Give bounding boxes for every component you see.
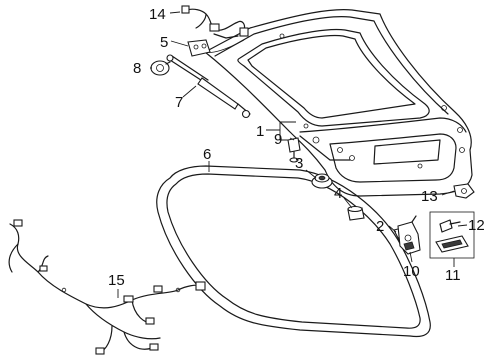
liftgate-panel	[204, 9, 473, 197]
callout-1: 1	[256, 123, 264, 140]
callout-15: 15	[108, 272, 125, 289]
leader-lines	[117, 11, 468, 298]
callout-13: 13	[421, 188, 438, 205]
lamp-housing	[453, 183, 475, 199]
grommet	[311, 173, 333, 189]
callout-7: 7	[175, 94, 183, 111]
callout-3: 3	[295, 155, 303, 172]
callout-4: 4	[334, 185, 342, 202]
callout-12: 12	[468, 217, 485, 234]
callout-14: 14	[149, 6, 166, 23]
wiring-harness	[8, 219, 206, 355]
callout-9: 9	[274, 131, 282, 148]
callout-2: 2	[376, 218, 384, 235]
weatherstrip-seal	[156, 165, 431, 338]
callout-6: 6	[203, 146, 211, 163]
callout-8: 8	[133, 60, 141, 77]
callout-10: 10	[403, 263, 420, 280]
callout-11: 11	[445, 267, 461, 284]
gas-strut	[166, 54, 251, 119]
callout-labels: 14 5 8 7 1 9 6 3 4 13 2 12 10 11 15	[108, 6, 485, 289]
license-lamp-box	[429, 211, 475, 259]
hinge-plate	[187, 39, 211, 57]
callout-5: 5	[160, 34, 168, 51]
bushing	[347, 205, 365, 221]
upper-harness	[181, 5, 249, 39]
stud-bolt	[150, 60, 171, 76]
bumper-stop	[287, 137, 301, 163]
latch-assembly	[397, 215, 421, 255]
